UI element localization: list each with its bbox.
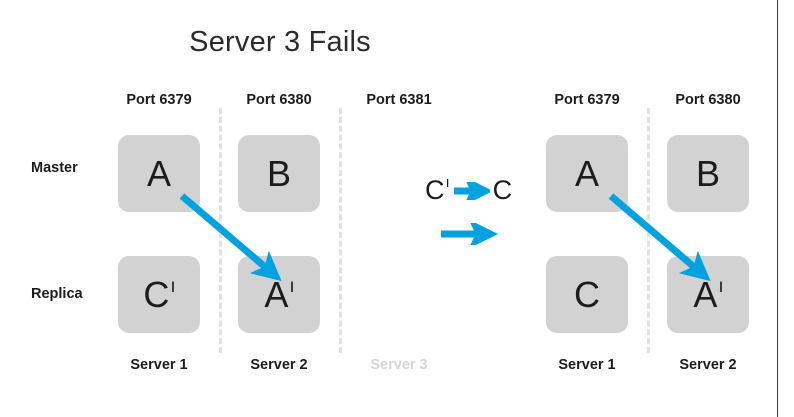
node-box-left-master-2[interactable]: B (238, 135, 320, 212)
row-label-master: Master (31, 160, 78, 176)
slide-right-border (777, 0, 778, 417)
port-label-left-3: Port 6381 (366, 92, 432, 108)
node-box-right-replica-1[interactable]: C (546, 256, 628, 333)
server-label-left-1: Server 1 (130, 357, 188, 373)
node-box-left-replica-1[interactable]: Cı (118, 256, 200, 333)
right-arrow-icon-legend-2 (441, 223, 498, 245)
node-label: Aı (693, 273, 724, 315)
legend-from-label: Cı (425, 174, 450, 205)
server-label-right-2: Server 2 (679, 357, 737, 373)
prime-mark: ı (289, 275, 295, 297)
node-label: C (574, 273, 600, 315)
port-label-right-1: Port 6379 (554, 92, 620, 108)
node-label: Cı (143, 273, 176, 315)
server-label-left-2: Server 2 (250, 357, 308, 373)
node-label: B (695, 152, 720, 194)
node-label: B (266, 152, 291, 194)
port-label-left-2: Port 6380 (246, 92, 312, 108)
right-arrow-icon-legend-1 (453, 181, 490, 200)
node-box-left-master-1[interactable]: A (118, 135, 200, 212)
node-box-right-master-1[interactable]: A (546, 135, 628, 212)
node-label: Aı (264, 273, 295, 315)
node-box-right-master-2[interactable]: B (667, 135, 749, 212)
port-label-right-2: Port 6380 (675, 92, 741, 108)
prime-mark: ı (170, 275, 176, 297)
divider-left-2 (339, 108, 342, 353)
node-label: A (146, 152, 171, 194)
prime-mark: ı (445, 174, 450, 191)
legend-to-label: C (492, 175, 513, 205)
node-label: A (574, 152, 599, 194)
prime-mark: ı (718, 275, 724, 297)
port-label-left-1: Port 6379 (126, 92, 192, 108)
legend-transition-row: Cı C (425, 174, 513, 205)
server-label-left-3-failed: Server 3 (370, 357, 428, 373)
page-title: Server 3 Fails (189, 26, 371, 58)
row-label-replica: Replica (31, 286, 83, 302)
server-label-right-1: Server 1 (558, 357, 616, 373)
